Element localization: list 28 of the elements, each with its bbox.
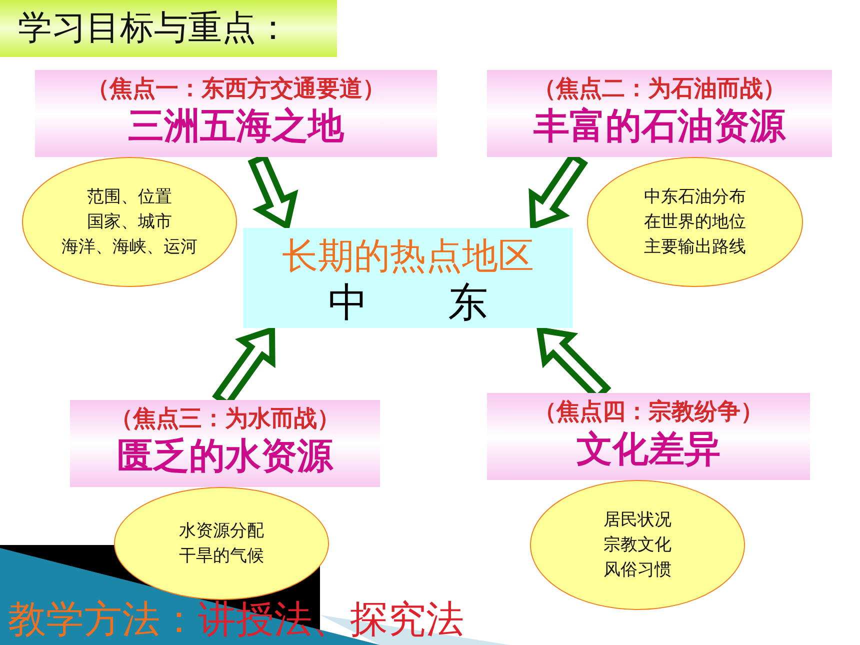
focus-banner: [487, 393, 810, 480]
focus-banner: [70, 400, 380, 487]
topic-line: 干旱的气候: [179, 544, 264, 568]
title-banner: 学习目标与重点：: [0, 0, 337, 57]
focus-title: 文化差异: [576, 428, 722, 472]
center-title: 中东: [327, 280, 568, 326]
topic-line: 宗教文化: [604, 534, 672, 556]
center-box: [243, 228, 573, 328]
topic-line: 中东石油分布: [644, 186, 746, 208]
topic-line: 海洋、海峡、运河: [62, 236, 198, 258]
focus-banner: [487, 70, 832, 157]
topic-line: 主要输出路线: [644, 236, 746, 258]
topic-line: 居民状况: [604, 508, 672, 532]
center-heading: 长期的热点地区: [281, 235, 535, 279]
focus-subtitle: （焦点二：为石油而战）: [532, 75, 787, 104]
topic-line: 在世界的地位: [644, 210, 746, 234]
topic-line: 国家、城市: [87, 210, 172, 234]
focus-title: 三洲五海之地: [127, 105, 346, 149]
topic-line: 水资源分配: [179, 520, 264, 542]
topic-line: 风俗习惯: [604, 558, 672, 582]
focus-title: 匮乏的水资源: [116, 435, 334, 479]
topic-line: 范围、位置: [87, 186, 172, 208]
focus-subtitle: （焦点一：东西方交通要道）: [86, 75, 386, 104]
method-label: 教学方法：: [8, 596, 198, 642]
focus-subtitle: （焦点四：宗教纷争）: [532, 398, 764, 427]
focus-title: 丰富的石油资源: [532, 105, 787, 149]
focus-banner: [35, 70, 437, 157]
focus-subtitle: （焦点三：为水而战）: [109, 405, 341, 434]
